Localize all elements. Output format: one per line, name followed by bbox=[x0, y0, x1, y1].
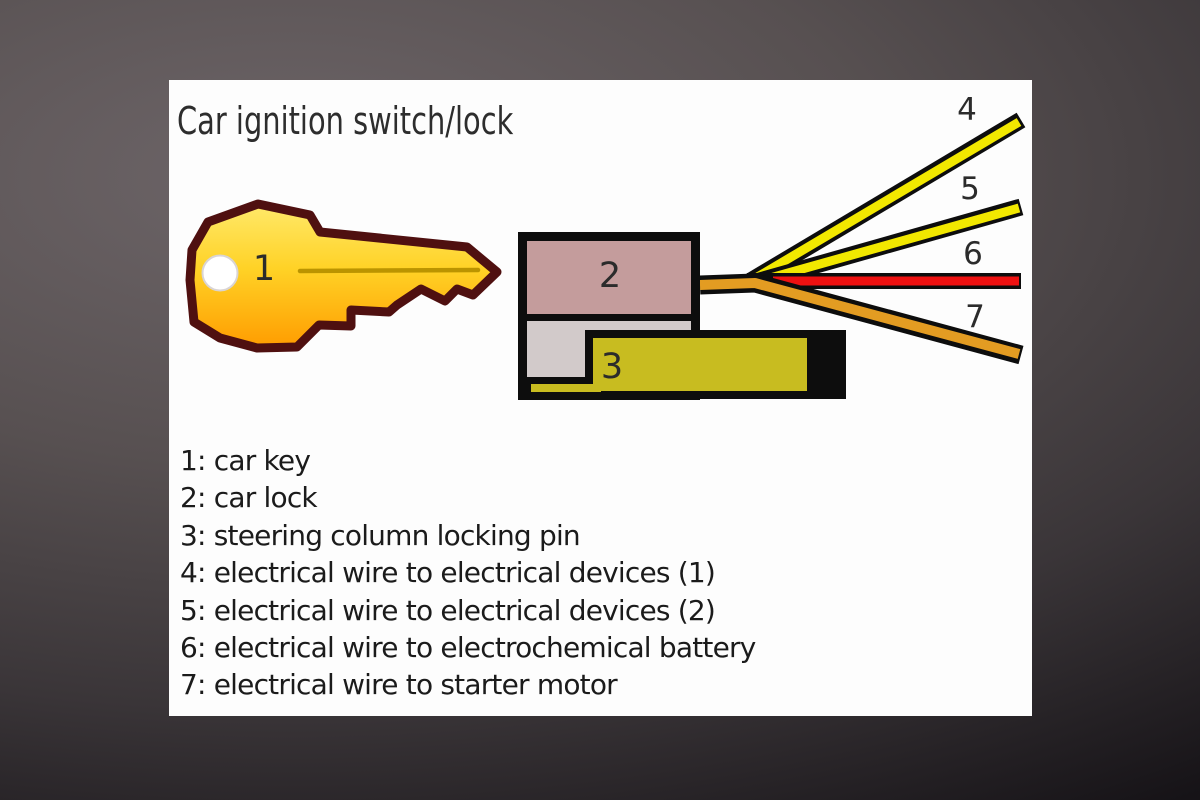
part-label-2: 2 bbox=[599, 256, 621, 296]
wire-5-core bbox=[747, 203, 1021, 289]
locking-pin-strip bbox=[531, 384, 601, 392]
wire-label-6: 6 bbox=[963, 236, 983, 272]
wire-5-electrical-devices-2 bbox=[746, 198, 1024, 293]
diagram-title: Car ignition switch/lock bbox=[177, 99, 514, 143]
wire-7-core bbox=[699, 278, 1021, 359]
legend-item-3: 3: steering column locking pin bbox=[180, 518, 581, 552]
wire-4-core bbox=[746, 118, 1022, 286]
legend-item-6: 6: electrical wire to electrochemical ba… bbox=[180, 631, 756, 665]
ignition-diagram: 1 2 3 4 5 6 7 bbox=[185, 92, 1026, 400]
wire-label-7: 7 bbox=[965, 299, 985, 335]
legend-item-4: 4: electrical wire to electrical devices… bbox=[180, 556, 716, 590]
legend-item-1: 1: car key bbox=[180, 444, 311, 477]
lock-cylinder bbox=[527, 241, 691, 314]
wire-7-starter-motor bbox=[699, 273, 1024, 365]
locking-pin bbox=[593, 338, 807, 391]
legend-item-5: 5: electrical wire to electrical devices… bbox=[180, 593, 716, 627]
key-body bbox=[185, 199, 502, 353]
key-groove bbox=[297, 267, 481, 274]
wire-label-4: 4 bbox=[957, 92, 977, 128]
diagram-panel: Car ignition switch/lock bbox=[169, 80, 1032, 716]
legend-item-2: 2: car lock bbox=[180, 481, 318, 515]
legend: 1: car key 2: car lock 3: steering colum… bbox=[180, 442, 756, 704]
legend-item-7: 7: electrical wire to starter motor bbox=[180, 668, 618, 702]
wire-label-5: 5 bbox=[960, 171, 980, 207]
wire-4-electrical-devices-1 bbox=[744, 112, 1026, 290]
car-key bbox=[185, 199, 502, 353]
part-label-3: 3 bbox=[601, 347, 623, 387]
key-hole bbox=[201, 254, 239, 292]
part-label-1: 1 bbox=[253, 249, 275, 289]
car-lock bbox=[518, 232, 846, 400]
